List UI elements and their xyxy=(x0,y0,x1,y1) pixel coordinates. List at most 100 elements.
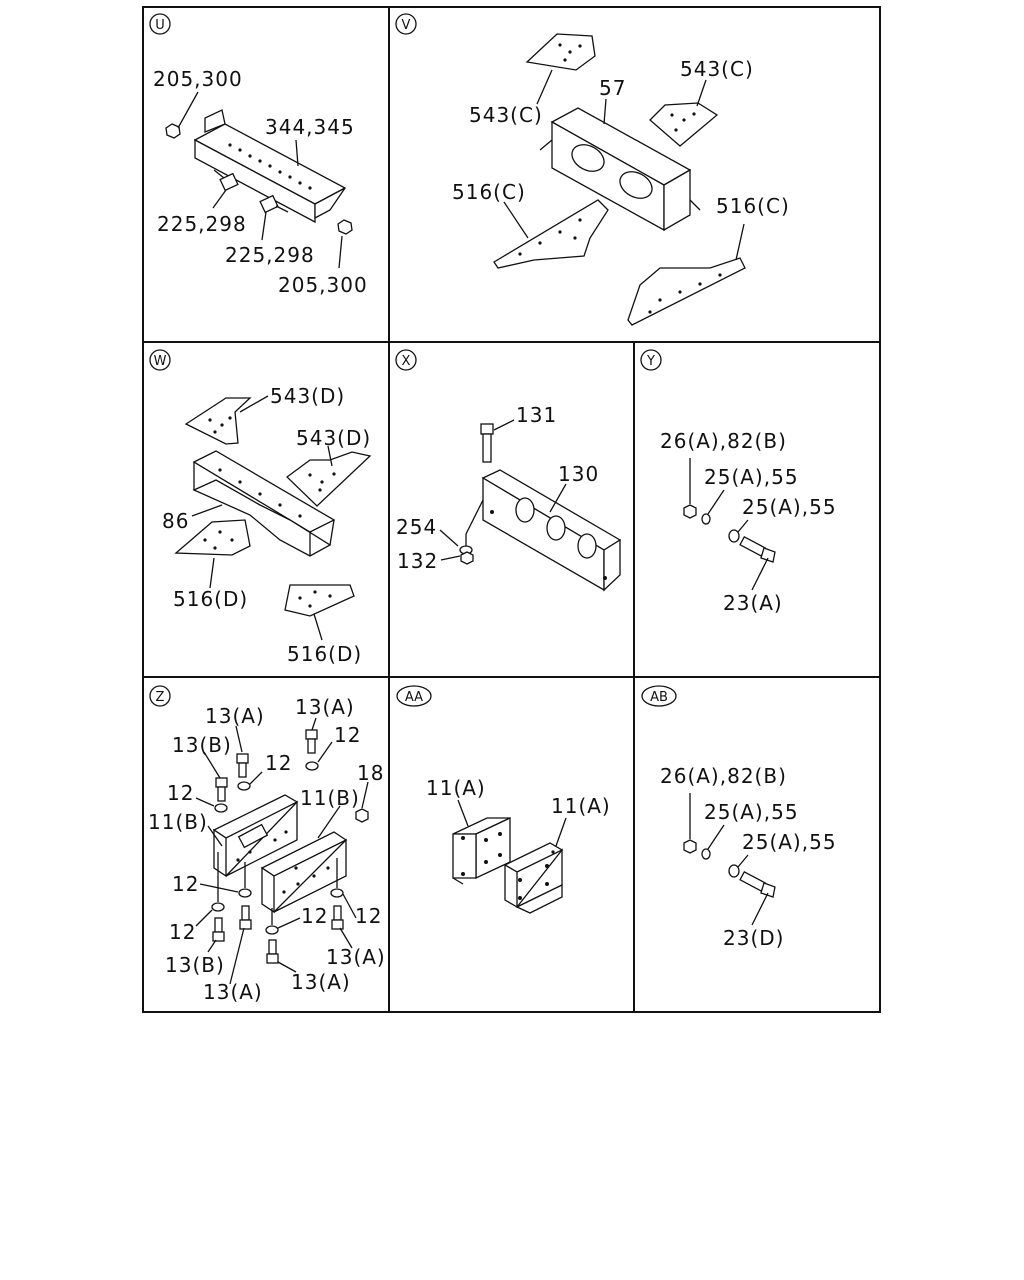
callout-label: 13(B) xyxy=(165,953,225,977)
bolt-icon xyxy=(305,729,318,754)
callout-label: 543(C) xyxy=(469,103,543,127)
bracket-11a-drawing xyxy=(503,842,564,914)
callout-label: 25(A),55 xyxy=(742,495,837,519)
panel-tag: Y xyxy=(646,354,655,369)
nut-icon xyxy=(683,839,697,854)
bolt-icon xyxy=(213,169,239,192)
panel-tag-circle xyxy=(149,13,171,35)
nut-icon xyxy=(683,504,697,519)
callout-label: 26(A),82(B) xyxy=(660,764,787,788)
bolt-icon xyxy=(212,917,225,942)
callout-label: 12 xyxy=(334,723,361,747)
callout-label: 23(D) xyxy=(723,926,784,950)
callout-label: 13(B) xyxy=(172,733,232,757)
callout-label: 205,300 xyxy=(153,67,243,91)
panel-tag: AA xyxy=(405,690,423,705)
callout-label: 13(A) xyxy=(326,945,386,969)
callout-label: 12 xyxy=(167,781,194,805)
callout-label: 26(A),82(B) xyxy=(660,429,787,453)
bolt-icon xyxy=(739,870,776,898)
nut-icon xyxy=(460,551,474,565)
callout-label: 516(C) xyxy=(452,180,526,204)
panel-tag-circle xyxy=(149,349,171,371)
washer-icon xyxy=(728,529,740,543)
callout-label: 12 xyxy=(301,904,328,928)
callout-label: 543(D) xyxy=(270,384,345,408)
gusset-plate-516c-drawing xyxy=(627,257,746,326)
gusset-plate-543c-drawing xyxy=(649,102,719,147)
bolt-icon xyxy=(739,535,776,563)
callout-label: 57 xyxy=(599,76,626,100)
panel-y: Y 26(A),82(B) 25(A),55 25(A),55 23(A) xyxy=(640,349,837,615)
callout-label: 516(C) xyxy=(716,194,790,218)
callout-label: 11(B) xyxy=(148,810,208,834)
bolt-icon xyxy=(215,777,228,802)
panel-tag-circle xyxy=(395,13,417,35)
panel-ab: AB 26(A),82(B) 25(A),55 25(A),55 23(D) xyxy=(641,685,837,950)
callout-label: 254 xyxy=(396,515,437,539)
callout-label: 12 xyxy=(169,920,196,944)
callout-label: 130 xyxy=(558,462,599,486)
callout-label: 11(B) xyxy=(300,786,360,810)
panel-tag-circle xyxy=(641,685,677,707)
callout-label: 25(A),55 xyxy=(742,830,837,854)
gusset-plate-516d-drawing xyxy=(284,584,355,617)
panel-tag: V xyxy=(402,18,411,33)
crossmember-86-drawing xyxy=(192,450,336,557)
washer-icon xyxy=(728,864,740,878)
washer-icon xyxy=(238,888,252,898)
crossmember-130-drawing xyxy=(481,469,622,592)
callout-label: 225,298 xyxy=(225,243,315,267)
callout-label: 543(D) xyxy=(296,426,371,450)
bolt-131-icon xyxy=(480,423,494,463)
bolt-icon xyxy=(239,905,252,930)
panel-x: X 131 130 254 132 xyxy=(395,349,622,592)
callout-label: 13(A) xyxy=(295,695,355,719)
washer-icon xyxy=(214,803,228,813)
panel-tag: U xyxy=(155,18,165,33)
gusset-plate-543d-drawing xyxy=(184,397,252,445)
callout-label: 12 xyxy=(172,872,199,896)
callout-label: 516(D) xyxy=(287,642,362,666)
panel-tag: AB xyxy=(650,690,668,705)
callout-label: 225,298 xyxy=(157,212,247,236)
panel-tag: X xyxy=(402,354,411,369)
callout-label: 13(A) xyxy=(203,980,263,1004)
panel-tag-circle xyxy=(149,685,171,707)
callout-label: 13(A) xyxy=(205,704,265,728)
washer-icon xyxy=(305,761,319,771)
callout-label: 12 xyxy=(265,751,292,775)
nut-icon xyxy=(355,808,369,823)
panel-v: V 543(C) xyxy=(395,13,790,326)
panel-w: W 543(D) 543(D) xyxy=(149,349,372,666)
callout-label: 11(A) xyxy=(551,794,611,818)
gusset-plate-543c-drawing xyxy=(525,33,596,71)
callout-label: 12 xyxy=(355,904,382,928)
nut-icon xyxy=(165,123,181,139)
bolt-icon xyxy=(259,194,289,214)
panel-grid xyxy=(142,6,881,1013)
callout-label: 18 xyxy=(357,761,384,785)
washer-icon xyxy=(211,902,225,912)
gusset-plate-516d-drawing xyxy=(174,519,251,556)
panel-z: Z xyxy=(148,685,386,1004)
callout-label: 25(A),55 xyxy=(704,465,799,489)
gusset-plate-543d-drawing xyxy=(285,451,372,507)
callout-label: 11(A) xyxy=(426,776,486,800)
crossmember-57-drawing xyxy=(539,107,701,232)
panel-tag-circle xyxy=(396,685,432,707)
callout-label: 543(C) xyxy=(680,57,754,81)
washer-icon xyxy=(237,781,251,791)
panel-tag: Z xyxy=(156,690,165,705)
callout-label: 205,300 xyxy=(278,273,368,297)
callout-label: 132 xyxy=(397,549,438,573)
callout-label: 25(A),55 xyxy=(704,800,799,824)
bracket-11a-drawing xyxy=(452,816,511,885)
panel-tag: W xyxy=(154,354,167,369)
washer-icon xyxy=(701,848,711,860)
bracket-11b-drawing xyxy=(260,831,348,914)
bolt-icon xyxy=(331,905,344,930)
bolt-icon xyxy=(236,753,249,778)
washer-icon xyxy=(265,925,279,935)
